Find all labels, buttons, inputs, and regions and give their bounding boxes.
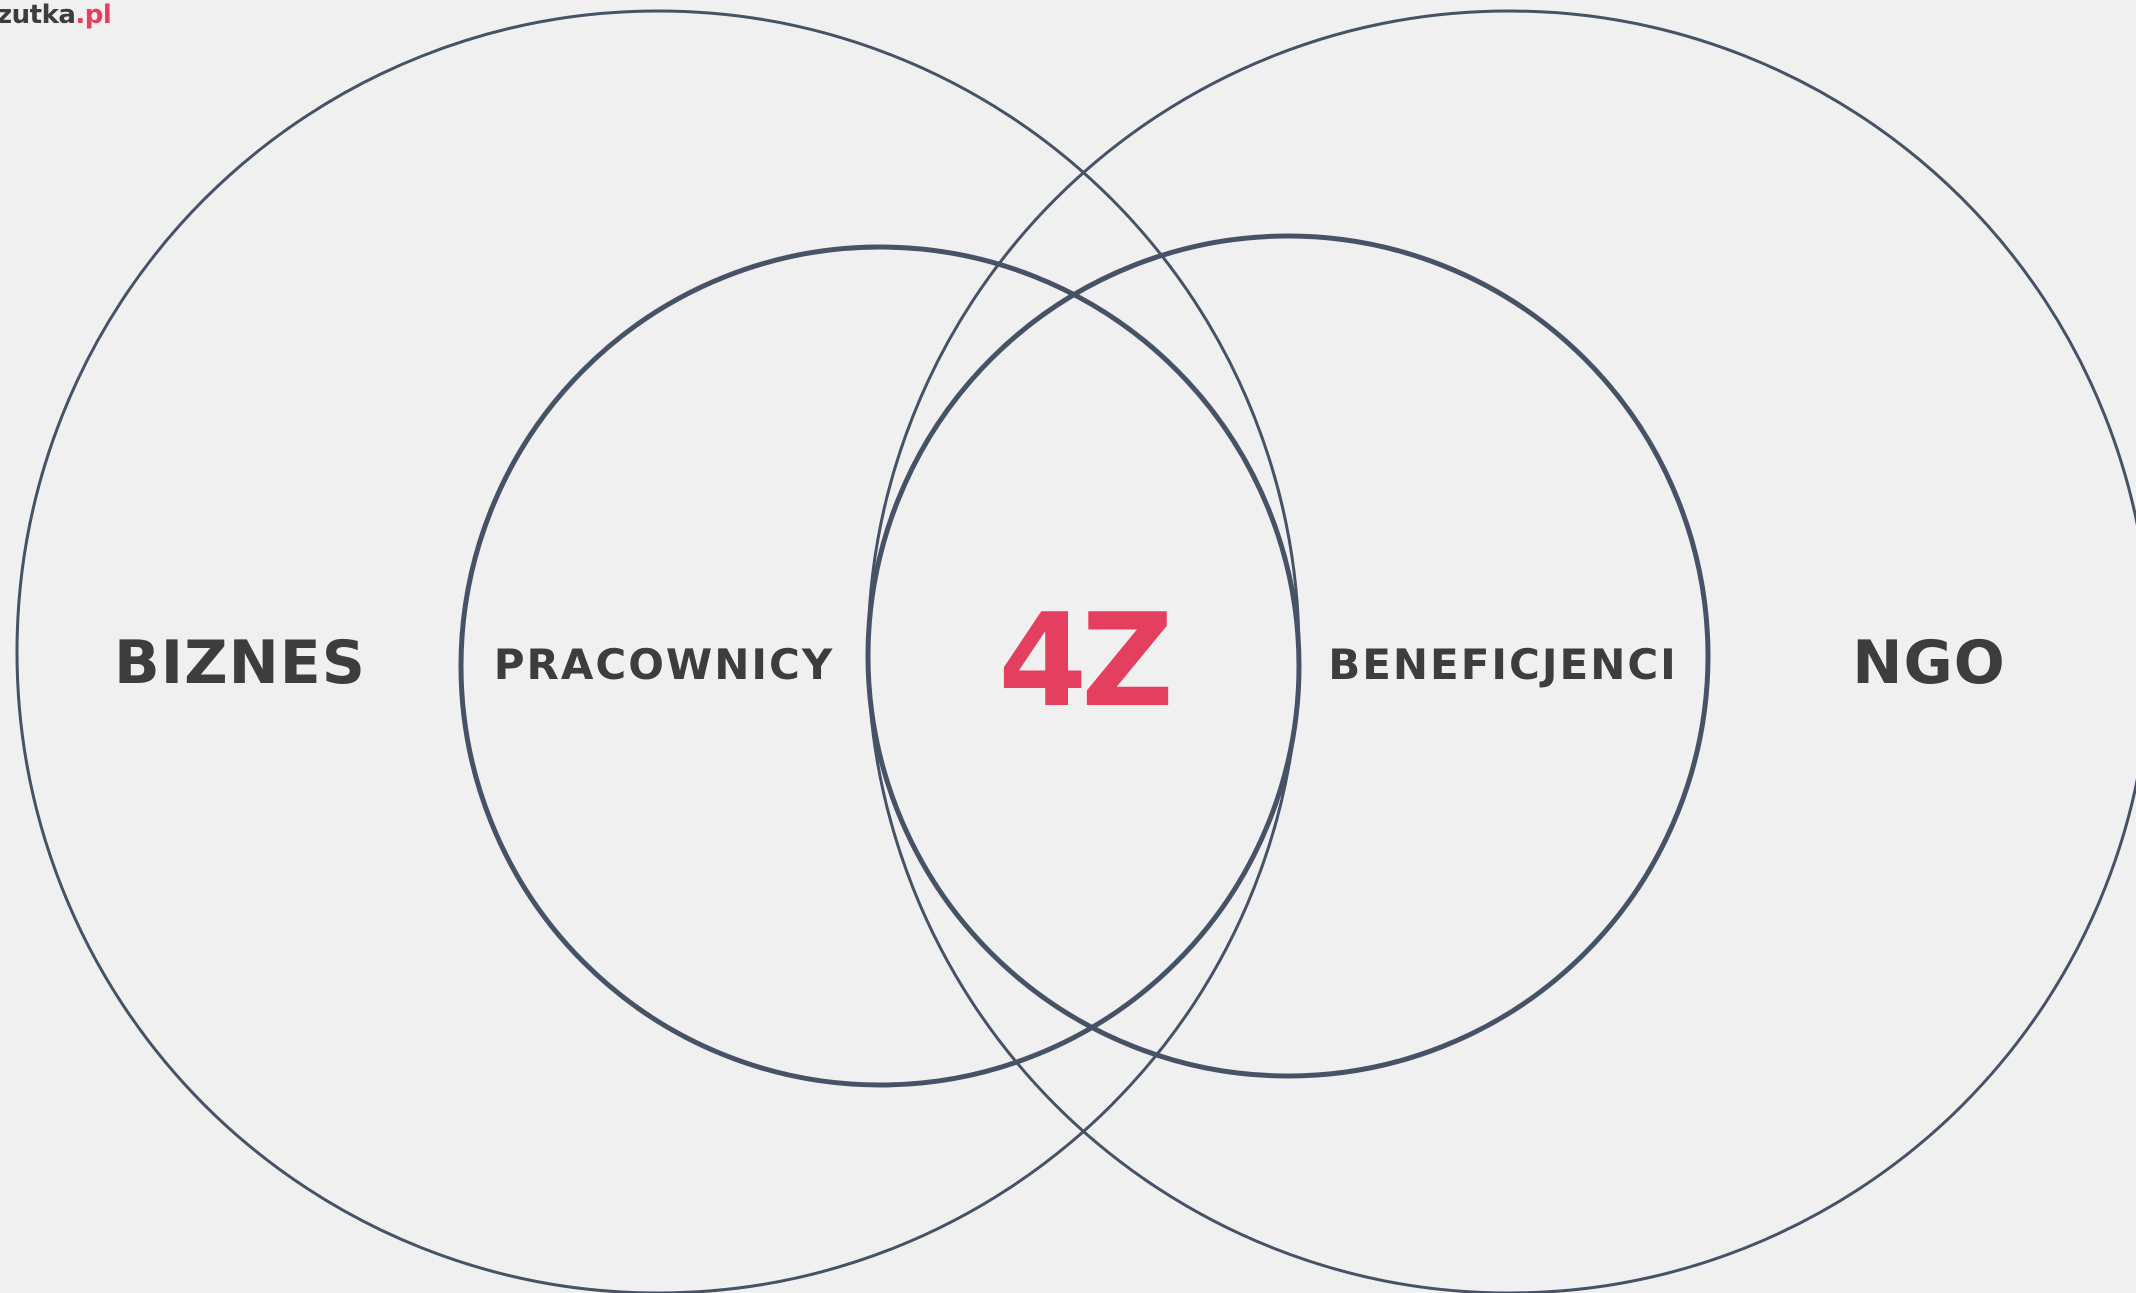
label-beneficjenci: BENEFICJENCI: [1328, 640, 1678, 689]
logo-domain-text: .pl: [75, 0, 112, 30]
inner-circle-right: [865, 233, 1711, 1079]
label-ngo: NGO: [1852, 628, 2006, 698]
label-biznes: BIZNES: [114, 628, 366, 698]
site-logo: zutka.pl: [0, 0, 112, 30]
inner-circle-left: [458, 244, 1302, 1088]
label-4z: 4Z: [998, 587, 1174, 736]
label-pracownicy: PRACOWNICY: [493, 640, 835, 689]
logo-text: zutka: [0, 0, 76, 30]
